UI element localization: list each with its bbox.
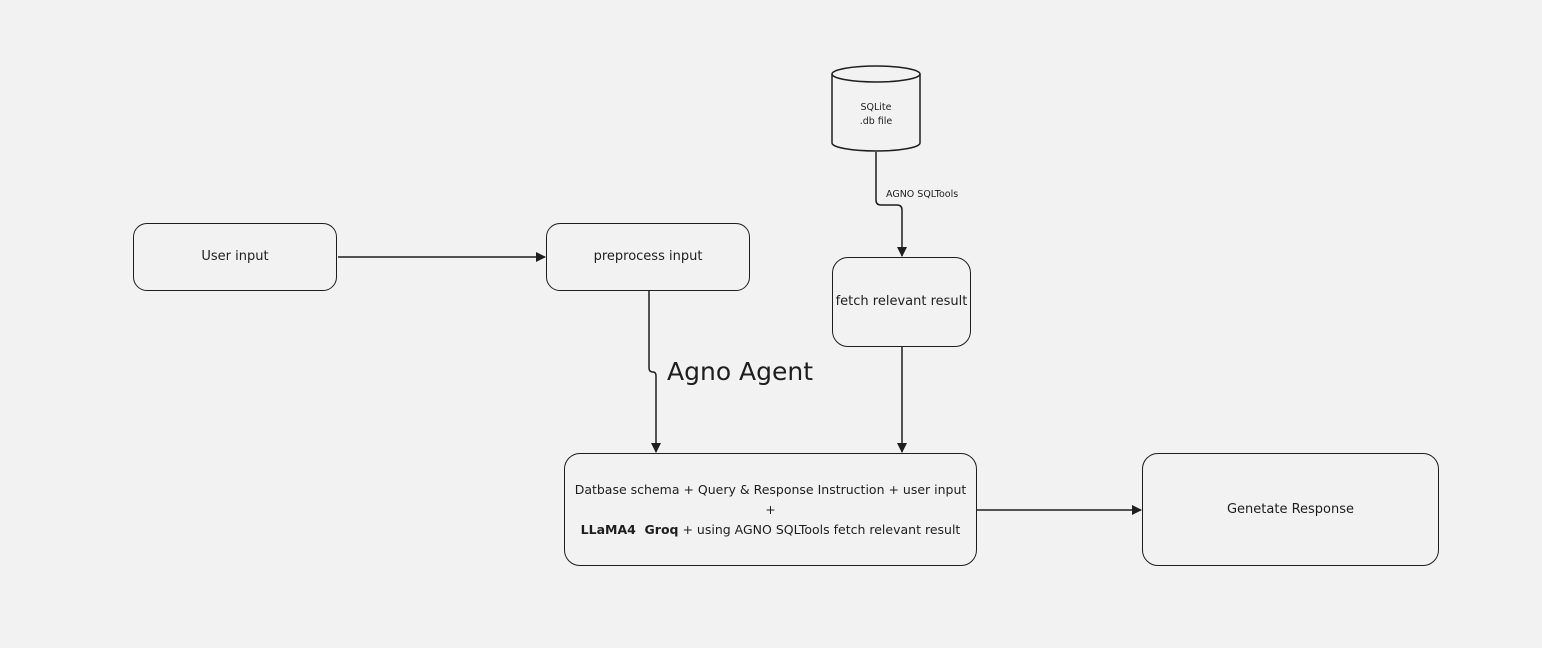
sqlite-database-label: SQLite .db file [831, 101, 921, 129]
generate-response-label: Genetate Response [1226, 501, 1355, 517]
sqltools-edge-label: AGNO SQLTools [886, 189, 959, 200]
agent-core-line-2: LLaMA4 Groq + using AGNO SQLTools fetch … [571, 520, 970, 540]
database-file-text: .db file [859, 116, 893, 127]
user-input-node[interactable]: User input [133, 223, 337, 291]
fetch-relevant-result-node[interactable]: fetch relevant result [832, 257, 971, 347]
model-name-text: LLaMA4 Groq [580, 521, 679, 537]
agent-core-line-2-rest: + using AGNO SQLTools fetch relevant res… [678, 521, 961, 537]
sqlite-database-cylinder[interactable] [831, 65, 921, 152]
preprocess-input-node[interactable]: preprocess input [546, 223, 750, 291]
agent-core-line-1: Datbase schema + Query & Response Instru… [574, 481, 967, 517]
generate-response-node[interactable]: Genetate Response [1142, 453, 1439, 566]
arrow-database-to-fetch[interactable] [875, 152, 907, 257]
database-type-text: SQLite [860, 102, 892, 113]
fetch-relevant-result-label: fetch relevant result [835, 294, 968, 309]
agno-agent-edge-label: Agno Agent [667, 357, 814, 386]
agent-core-node[interactable]: Datbase schema + Query & Response Instru… [564, 453, 977, 566]
arrow-preprocess-to-agent[interactable] [648, 291, 661, 453]
preprocess-input-label: preprocess input [593, 249, 703, 264]
agent-core-text: Datbase schema + Query & Response Instru… [565, 480, 976, 540]
user-input-label: User input [201, 249, 269, 264]
